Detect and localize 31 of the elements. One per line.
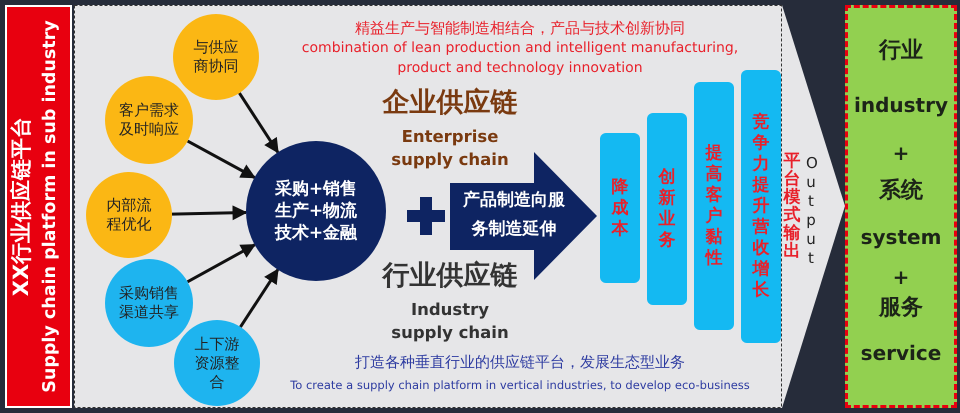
vertical-label: Output	[806, 154, 816, 268]
output-text: 行业	[878, 37, 924, 65]
plus-sign: +	[892, 264, 910, 291]
band-title: XX行业供应链平台	[8, 116, 34, 298]
benefit-bar: 提高客户黏性	[694, 82, 734, 330]
output-text: 服务	[878, 294, 924, 322]
benefit-bar: 降成本	[600, 133, 640, 283]
output-text: 系统	[878, 177, 924, 205]
benefit-bar: 创新业务	[647, 113, 687, 305]
output-text: industry	[852, 92, 949, 119]
band-subtitle: Supply chain platform in sub industry	[39, 19, 61, 395]
caption-text: To create a supply chain platform in vertical industries, to develop eco-business	[289, 377, 751, 394]
arrow	[172, 205, 248, 220]
title-band	[5, 5, 72, 408]
output-text: service	[860, 340, 942, 367]
output-box	[845, 5, 957, 408]
heading-text: 企业供应链	[381, 86, 518, 120]
caption-text: 打造各种垂直行业的供应链平台，发展生态型业务	[354, 352, 686, 372]
arrow	[186, 140, 256, 179]
plus-sign: +	[892, 140, 910, 167]
heading-text: Enterprise supply chain	[390, 126, 510, 171]
vertical-label: 平台模式输出	[783, 152, 801, 260]
caption-text: 精益生产与智能制造相结合，产品与技术创新协同	[354, 18, 686, 38]
arrow	[239, 268, 280, 328]
arrow	[186, 243, 256, 284]
heading-text: Industry supply chain	[390, 299, 510, 344]
benefit-bar: 竞争力提升营收增长	[741, 70, 781, 343]
output-text: system	[860, 224, 942, 251]
arrow	[238, 92, 280, 154]
caption-text: combination of lean production and intelligent manufacturing, product and technology innovation	[300, 39, 740, 78]
arrow-text: 产品制造向服务制造延伸	[462, 189, 566, 241]
